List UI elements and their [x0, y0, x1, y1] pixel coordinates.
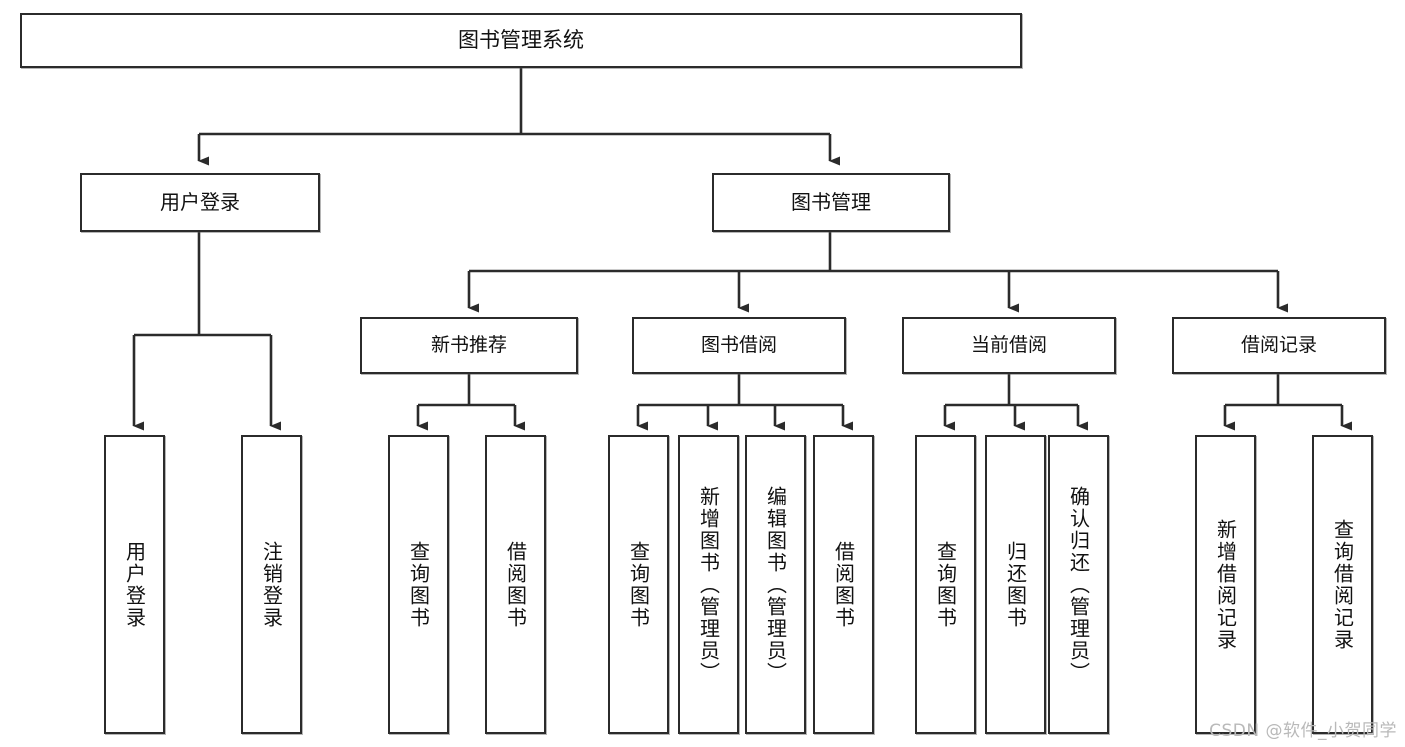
- node-root-book-management-system[interactable]: 图书管理系统: [20, 13, 1022, 68]
- node-label: 查询图书: [406, 540, 431, 629]
- leaf-logout[interactable]: 注销登录: [241, 435, 302, 734]
- leaf-user-login[interactable]: 用户登录: [104, 435, 165, 734]
- connector-group-current-borrow: [943, 374, 1088, 431]
- leaf-borrow-book[interactable]: 借阅图书: [813, 435, 874, 734]
- connector-group-book-manage: [467, 232, 1288, 313]
- leaf-query-borrow-record[interactable]: 查询借阅记录: [1312, 435, 1373, 734]
- node-label: 用户登录: [160, 189, 240, 214]
- node-label: 图书管理系统: [458, 28, 584, 53]
- node-label: 新增借阅记录: [1213, 518, 1238, 651]
- leaf-add-book-admin[interactable]: 新增图书（管理员）: [678, 435, 739, 734]
- connector-group-root: [197, 68, 840, 166]
- leaf-confirm-return-admin[interactable]: 确认归还（管理员）: [1048, 435, 1109, 734]
- node-label: 新书推荐: [430, 334, 507, 357]
- leaf-add-borrow-record[interactable]: 新增借阅记录: [1195, 435, 1256, 734]
- leaf-query-book-recommend[interactable]: 查询图书: [388, 435, 449, 734]
- node-book-management[interactable]: 图书管理: [712, 173, 950, 232]
- node-label: 用户登录: [122, 540, 147, 629]
- node-new-book-recommend[interactable]: 新书推荐: [360, 317, 578, 374]
- node-book-borrow[interactable]: 图书借阅: [632, 317, 846, 374]
- leaf-edit-book-admin[interactable]: 编辑图书（管理员）: [745, 435, 806, 734]
- connector-group-borrow-records: [1223, 374, 1352, 431]
- node-label: 借阅图书: [831, 540, 856, 629]
- node-user-login[interactable]: 用户登录: [80, 173, 320, 232]
- leaf-query-book-current[interactable]: 查询图书: [915, 435, 976, 734]
- connector-group-new-book: [416, 374, 525, 431]
- node-current-borrow[interactable]: 当前借阅: [902, 317, 1116, 374]
- node-label: 查询图书: [933, 540, 958, 629]
- leaf-return-book[interactable]: 归还图书: [985, 435, 1046, 734]
- node-label: 编辑图书（管理员）: [763, 485, 788, 684]
- node-label: 确认归还（管理员）: [1066, 485, 1091, 684]
- node-label: 借阅图书: [503, 540, 528, 629]
- node-label: 图书借阅: [700, 334, 777, 357]
- node-label: 当前借阅: [970, 334, 1047, 357]
- connector-group-book-borrow: [636, 374, 853, 431]
- node-borrow-records[interactable]: 借阅记录: [1172, 317, 1386, 374]
- connector-group-user-login: [132, 232, 281, 431]
- node-label: 查询借阅记录: [1330, 518, 1355, 651]
- node-label: 查询图书: [626, 540, 651, 629]
- node-label: 新增图书（管理员）: [696, 485, 721, 684]
- node-label: 借阅记录: [1240, 334, 1317, 357]
- node-label: 图书管理: [791, 189, 871, 214]
- leaf-borrow-book-recommend[interactable]: 借阅图书: [485, 435, 546, 734]
- leaf-query-book-borrow[interactable]: 查询图书: [608, 435, 669, 734]
- node-label: 归还图书: [1003, 540, 1028, 629]
- node-label: 注销登录: [259, 540, 284, 629]
